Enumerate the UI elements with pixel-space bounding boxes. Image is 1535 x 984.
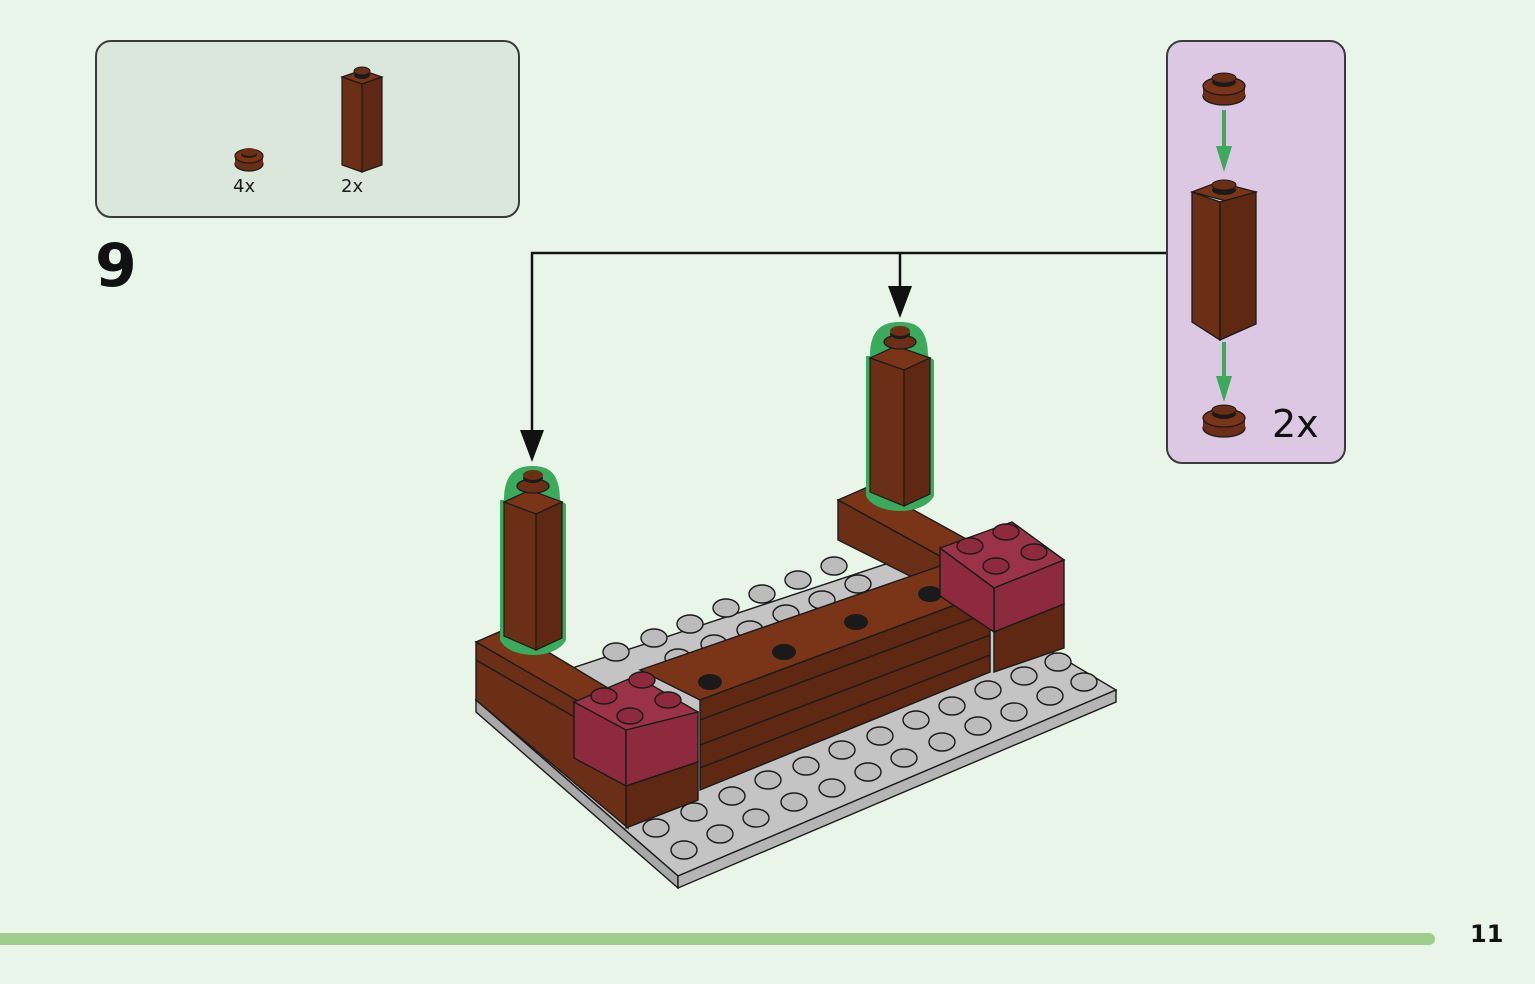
part-quantity: 4x xyxy=(233,176,256,197)
tall-brick-icon xyxy=(340,66,384,173)
arrow-head-icon xyxy=(520,430,544,462)
magenta-brick-studs xyxy=(590,671,682,725)
part-quantity: 2x xyxy=(341,176,364,197)
placement-arrows xyxy=(530,251,1166,440)
magenta-brick-studs xyxy=(956,523,1048,575)
sub-assembly-illustration xyxy=(1189,72,1259,438)
new-pillar-left xyxy=(500,466,566,655)
parts-list-box: 4x 2x xyxy=(95,40,520,218)
magenta-brick xyxy=(938,521,1066,673)
parts-illustration xyxy=(234,66,384,173)
new-pillar-right xyxy=(866,322,934,511)
sub-assembly-box: 2x xyxy=(1166,40,1346,464)
brown-wall-back xyxy=(836,485,992,602)
round-plate-icon xyxy=(1202,72,1246,106)
green-arrow-icon xyxy=(1216,110,1232,172)
brown-bench xyxy=(638,565,992,792)
round-plate-icon xyxy=(1202,404,1246,438)
baseplate-studs xyxy=(602,556,1098,860)
bench-studs xyxy=(698,586,942,690)
step-number: 9 xyxy=(95,231,137,301)
magenta-brick xyxy=(572,675,700,830)
round-plate-icon xyxy=(234,148,264,172)
page-number: 11 xyxy=(1470,920,1504,948)
brown-wall-front xyxy=(474,627,630,830)
arrow-head-icon xyxy=(888,286,912,318)
sub-assembly-quantity: 2x xyxy=(1272,402,1319,446)
tall-brick-icon xyxy=(1189,179,1259,342)
green-arrow-icon xyxy=(1216,342,1232,402)
gray-baseplate xyxy=(474,559,1118,890)
page-progress-bar xyxy=(0,933,1435,945)
